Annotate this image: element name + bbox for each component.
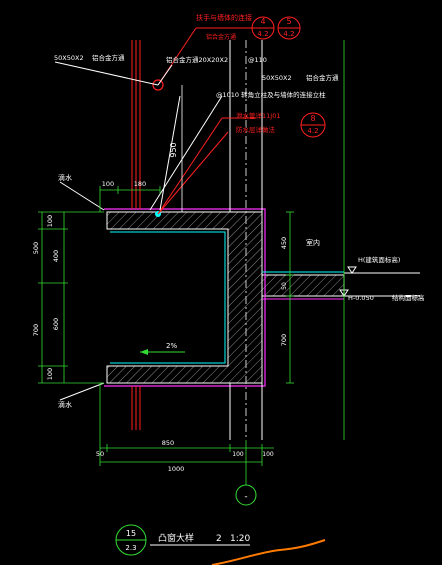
dim-bottom-100b: 100 [262, 451, 274, 458]
title-text: 凸窗大样 [158, 532, 194, 544]
detail-5-top: 5 [286, 17, 291, 26]
label-finish-level: H(建筑面标高) [358, 255, 400, 264]
axis-label: - [244, 492, 247, 502]
label-drip-top: 滴水 [58, 173, 72, 182]
title-block: 15 2.3 凸窗大样 2 1:20 [115, 524, 250, 556]
label-drip-bottom: 滴水 [58, 400, 72, 409]
dim-top-100: 100 [102, 180, 114, 188]
detail-bubble-4[interactable]: 4 4.2 [251, 16, 275, 40]
finish-layer-lines [104, 208, 344, 387]
dimension-texts: 100 180 100 500 400 700 600 100 450 50 7… [32, 180, 288, 473]
label-structure-level-note: 结构面标高 [392, 293, 425, 302]
dim-bottom-100a: 100 [232, 451, 244, 458]
dim-left-600: 600 [52, 318, 60, 330]
dim-left-500: 500 [32, 242, 40, 254]
handrail-section [152, 79, 164, 91]
level-markers [336, 266, 420, 297]
slope-indicator: 2% [140, 342, 185, 355]
label-indoor: 室内 [306, 238, 320, 247]
title-scale: 1:20 [230, 534, 250, 544]
label-structure-level: H-0.050 [348, 294, 374, 302]
railing-posts [131, 40, 141, 430]
detail-bubble-8[interactable]: 8 4.2 [300, 112, 326, 138]
freehand-annotation-stroke [211, 539, 326, 565]
title-number-top: 15 [126, 529, 136, 538]
slope-label: 2% [166, 342, 177, 350]
dim-right-700: 700 [280, 334, 288, 346]
dim-bottom-50: 50 [96, 450, 104, 458]
label-tube-20x20: 铝合金方通20X20X2 [166, 55, 228, 64]
label-dim-110: @110 [248, 56, 267, 64]
dim-right-450: 450 [280, 237, 288, 249]
axis-bubble[interactable]: - [235, 484, 257, 506]
detail-4-bottom: 4.2 [257, 30, 268, 38]
dim-right-50: 50 [281, 282, 288, 290]
detail-bubble-5[interactable]: 5 4.2 [277, 16, 301, 40]
dimension-lines [38, 40, 345, 485]
leader-lines-white [54, 61, 223, 401]
label-handrail-wall-joint: 扶手与墙体的连接 [196, 13, 252, 22]
detail-5-bottom: 4.2 [283, 30, 294, 38]
label-aluminum-tube: 铝合金方通 [92, 53, 125, 62]
label-section-50x50-b: 50X50X2 [262, 74, 292, 82]
dim-left-700: 700 [32, 324, 40, 336]
dim-left-100-bottom: 100 [46, 368, 54, 380]
label-section-50x50: 50X50X2 [54, 54, 84, 62]
label-waterproof-ref: 防水层详做法 [236, 125, 276, 134]
dim-bottom-1000: 1000 [168, 465, 185, 473]
detail-8-bottom: 4.2 [307, 127, 318, 135]
label-handrail-wall-joint-ref: 铝合金方通 [206, 33, 236, 41]
label-post-wall-joint: @1010 转角立柱及与墙体的连接立柱 [216, 90, 326, 99]
dim-left-100-top: 100 [46, 215, 54, 227]
dim-top-180: 180 [134, 180, 146, 188]
label-aluminum-tube-b: 铝合金方通 [306, 73, 339, 82]
detail-8-top: 8 [310, 114, 315, 123]
wall-lines [229, 40, 263, 440]
detail-4-top: 4 [260, 17, 265, 26]
label-height-950: 950 [169, 142, 178, 157]
label-drainage-ref: 泄水管详11J01 [236, 111, 280, 120]
dim-bottom-850: 850 [162, 439, 174, 447]
title-number-bottom: 2.3 [125, 544, 136, 552]
dim-left-400: 400 [52, 250, 60, 262]
title-suffix: 2 [216, 534, 222, 544]
